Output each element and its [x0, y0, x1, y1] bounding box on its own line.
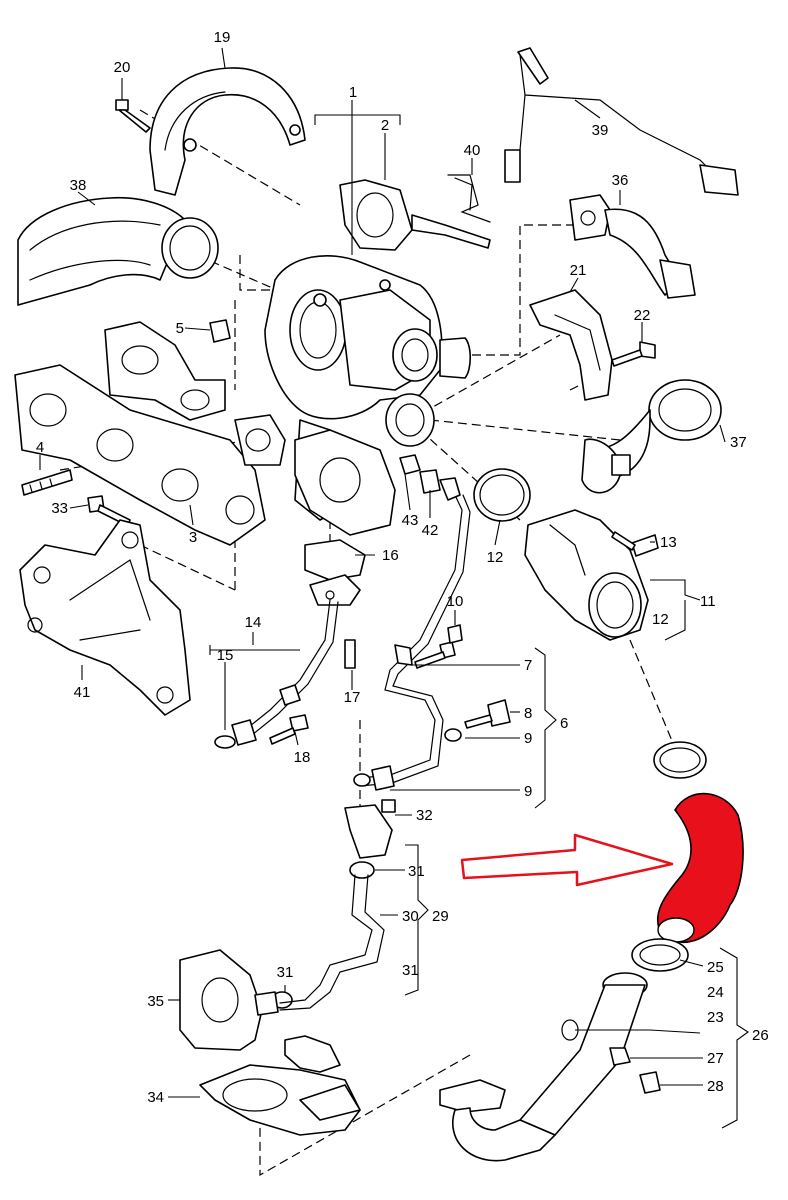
callout-7: 7 [524, 657, 532, 674]
callout-14: 14 [245, 614, 262, 631]
housing-35 [179, 949, 279, 1051]
callout-1: 1 [349, 84, 357, 101]
bolt-17 [344, 639, 356, 669]
callout-10: 10 [447, 593, 464, 610]
bolt-22 [611, 341, 656, 367]
stud-4 [21, 469, 73, 496]
bracket-40 [447, 174, 491, 223]
charge-air-hose-highlighted [656, 792, 744, 944]
callout-22: 22 [634, 307, 651, 324]
clamp-31 [271, 861, 375, 1009]
callout-13: 13 [660, 534, 677, 551]
oil-line-6 [353, 477, 471, 791]
actuator-2 [339, 179, 491, 251]
callout-17: 17 [344, 689, 361, 706]
callout-27: 27 [707, 1050, 724, 1067]
callout-6: 6 [560, 715, 568, 732]
fitting-43 [399, 454, 421, 475]
throttle-body-34 [199, 1035, 361, 1136]
callout-23: 23 [707, 1009, 724, 1026]
callout-12a: 12 [487, 549, 504, 566]
callout-11: 11 [700, 593, 716, 610]
callout-18: 18 [294, 749, 311, 766]
callout-8: 8 [524, 705, 532, 722]
washer-9 [444, 728, 462, 742]
intake-pipe-38 [17, 196, 219, 306]
callout-31b: 31 [402, 962, 419, 979]
fitting-42 [419, 469, 441, 494]
oil-pipe-14 [214, 599, 339, 749]
callout-35: 35 [147, 993, 164, 1010]
callout-33: 33 [51, 500, 68, 517]
callout-31c: 31 [277, 964, 294, 981]
o-ring-12 [473, 468, 531, 522]
callout-34: 34 [147, 1089, 164, 1106]
bolt-10 [447, 624, 463, 644]
heat-shield-19 [149, 67, 306, 196]
callout-19: 19 [214, 29, 231, 46]
bolt-20 [115, 99, 151, 133]
callout-21: 21 [570, 262, 587, 279]
pipe-36 [569, 194, 696, 299]
callout-28: 28 [707, 1078, 724, 1095]
callout-29: 29 [432, 908, 449, 925]
exhaust-flange [294, 429, 396, 536]
callout-26: 26 [752, 1027, 769, 1044]
callout-36: 36 [612, 172, 629, 189]
bolt-18 [269, 714, 309, 745]
callout-30: 30 [402, 908, 419, 925]
callout-15: 15 [217, 647, 234, 664]
callout-39: 39 [592, 122, 609, 139]
callout-40: 40 [464, 142, 481, 159]
callout-25: 25 [707, 959, 724, 976]
nut-5 [209, 319, 231, 343]
callout-43: 43 [402, 512, 419, 529]
red-hose-body [656, 792, 744, 944]
leader-lines [39, 47, 749, 1129]
elbow-37 [581, 379, 722, 494]
callout-2: 2 [381, 117, 389, 134]
callout-20: 20 [114, 59, 131, 76]
hose-clamp-upper [653, 741, 707, 779]
callout-labels: 1 2 40 39 36 21 22 37 19 20 38 5 4 33 3 … [36, 29, 769, 1106]
callout-5: 5 [176, 320, 184, 337]
flange-16 [304, 539, 366, 606]
callout-12b: 12 [652, 611, 669, 628]
callout-4: 4 [36, 439, 44, 456]
bolt-13 [611, 531, 659, 557]
callout-38: 38 [70, 177, 87, 194]
callout-9b: 9 [524, 783, 532, 800]
shield-21 [529, 289, 613, 401]
bolt-7 [414, 641, 456, 669]
lower-pipe-26 [439, 938, 689, 1162]
callout-32: 32 [416, 807, 433, 824]
connector-pipe-11 [524, 509, 649, 641]
gasket-3 [14, 321, 286, 546]
vacuum-hose-30 [279, 874, 385, 1011]
bolt-8 [464, 699, 511, 729]
bracket-41 [19, 519, 191, 716]
callout-24: 24 [707, 984, 724, 1001]
callout-3: 3 [189, 529, 197, 546]
red-arrow [460, 833, 674, 887]
sensor-39 [504, 47, 739, 196]
callout-9a: 9 [524, 730, 532, 747]
callout-31a: 31 [408, 863, 425, 880]
callout-42: 42 [422, 522, 439, 539]
callout-41: 41 [74, 684, 91, 701]
sensor-32 [344, 799, 396, 859]
callout-37: 37 [730, 434, 747, 451]
callout-16: 16 [382, 547, 399, 564]
